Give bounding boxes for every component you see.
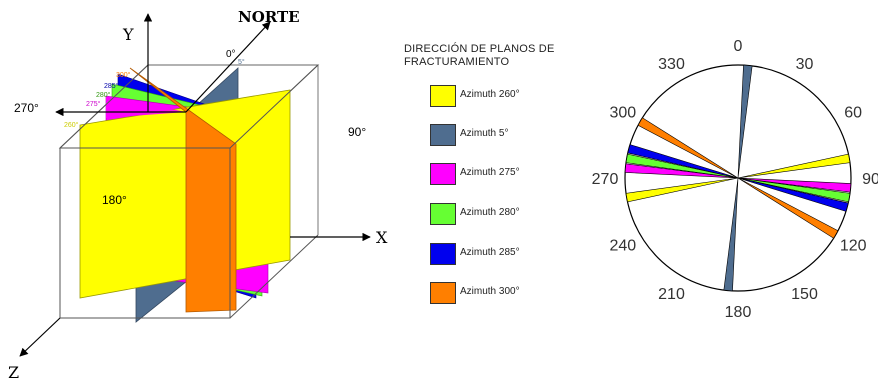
rose-circle [624, 64, 852, 292]
rose-petal-azimuth-280 [625, 153, 739, 179]
rose-angle-labels: 0 30 60 90 120 150 180 210 240 270 300 330 [592, 38, 878, 321]
rose-angle-label-180: 180 [725, 304, 752, 321]
legend-swatch-orange [430, 282, 456, 304]
label-285: 285° [104, 82, 119, 90]
label-280: 280° [96, 91, 111, 99]
rose-angle-label-150: 150 [791, 286, 818, 303]
block-diagram: NORTE Y X Z 270° 90° 180° 300° 285° 280°… [8, 8, 388, 381]
z-axis-label: Z [8, 363, 19, 381]
label-0: 0° [226, 49, 236, 60]
legend-swatch-green [430, 203, 456, 225]
legend-label: Azimuth 300° [460, 286, 520, 297]
legend-label: Azimuth 285° [460, 247, 520, 258]
legend-swatch-yellow [430, 85, 456, 107]
legend-swatch-blue [430, 243, 456, 265]
legend-swatch-magenta [430, 163, 456, 185]
rose-petal-azimuth-300 [637, 117, 739, 179]
rose-angle-label-270: 270 [592, 171, 619, 188]
legend-title-line1: DIRECCIÓN DE PLANOS DE [404, 43, 555, 55]
rose-angle-label-330: 330 [658, 56, 685, 73]
legend-item-azimuth-260: Azimuth 260° [430, 85, 590, 107]
label-5: 5° [238, 58, 245, 66]
plane-azimuth-260 [79, 89, 291, 299]
rose-petal-azimuth-260 [625, 177, 739, 203]
rose-angle-label-0: 0 [734, 38, 743, 55]
rose-petal-azimuth-105 [737, 177, 849, 212]
rose-angle-label-210: 210 [658, 286, 685, 303]
east-label: 90° [348, 125, 366, 139]
legend-title-line2: FRACTURAMIENTO [404, 56, 510, 68]
legend-title: DIRECCIÓN DE PLANOS DE FRACTURAMIENTO [404, 43, 554, 69]
rose-angle-label-30: 30 [796, 56, 814, 73]
legend-label: Azimuth 5° [460, 128, 509, 139]
north-axis [185, 21, 271, 113]
rose-petal-azimuth-5 [737, 64, 753, 179]
south-label: 180° [102, 193, 127, 207]
legend-label: Azimuth 260° [460, 89, 520, 100]
y-axis-label: Y [122, 25, 134, 44]
rose-angle-label-300: 300 [609, 105, 636, 122]
rose-petal-azimuth-120 [737, 177, 839, 239]
legend-label: Azimuth 280° [460, 207, 520, 218]
rose-petal-azimuth-185 [723, 177, 739, 292]
label-300: 300° [116, 71, 131, 79]
x-axis-label: X [376, 228, 388, 247]
z-axis [19, 317, 61, 357]
rose-angle-label-120: 120 [840, 238, 867, 255]
plane-azimuth-300 [129, 67, 237, 313]
rose-angle-label-240: 240 [609, 238, 636, 255]
rose-angle-label-60: 60 [844, 105, 862, 122]
rose-strikes [624, 64, 852, 292]
legend-item-azimuth-280: Azimuth 280° [430, 203, 590, 225]
legend-label: Azimuth 275° [460, 167, 520, 178]
legend-item-azimuth-285: Azimuth 285° [430, 243, 590, 265]
legend-swatch-steel-blue [430, 124, 456, 146]
rose-petal-azimuth-80 [737, 153, 851, 179]
label-275: 275° [86, 100, 101, 108]
rose-petal-azimuth-95 [737, 177, 852, 193]
legend-item-azimuth-275: Azimuth 275° [430, 163, 590, 185]
rose-diagram: 0 30 60 90 120 150 180 210 240 270 300 330 [592, 38, 878, 321]
rose-petal-azimuth-100 [737, 177, 851, 203]
rose-angle-label-90: 90 [862, 171, 878, 188]
legend-item-azimuth-300: Azimuth 300° [430, 282, 590, 304]
rose-petal-azimuth-275 [624, 163, 739, 179]
label-260: 260° [64, 121, 79, 129]
west-label: 270° [14, 101, 39, 115]
block-front-edges [59, 64, 319, 319]
rose-petal-azimuth-285 [627, 144, 739, 179]
legend-item-azimuth-5: Azimuth 5° [430, 124, 590, 146]
north-label: NORTE [238, 8, 300, 26]
